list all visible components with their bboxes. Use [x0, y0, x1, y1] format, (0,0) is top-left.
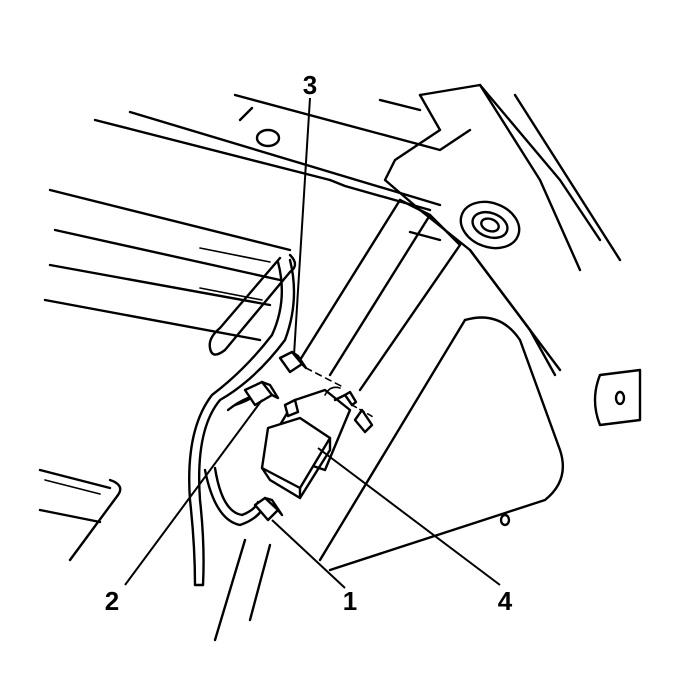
leader-lines [124, 97, 501, 589]
wiring-harness [188, 258, 296, 587]
electrical-connector-part-2 [226, 380, 280, 412]
callout-4: 4 [498, 586, 513, 616]
callout-1: 1 [343, 586, 357, 616]
leader-line-4 [317, 447, 501, 586]
leader-line-1 [271, 519, 346, 589]
vehicle-body-structure [38, 83, 642, 642]
callout-3: 3 [303, 70, 317, 100]
module-part-4 [260, 386, 376, 500]
bolt-part-3 [278, 350, 346, 389]
connector-part-1 [253, 496, 284, 522]
leader-line-2 [124, 399, 263, 586]
callout-2: 2 [105, 586, 119, 616]
leader-line-3 [293, 97, 311, 356]
